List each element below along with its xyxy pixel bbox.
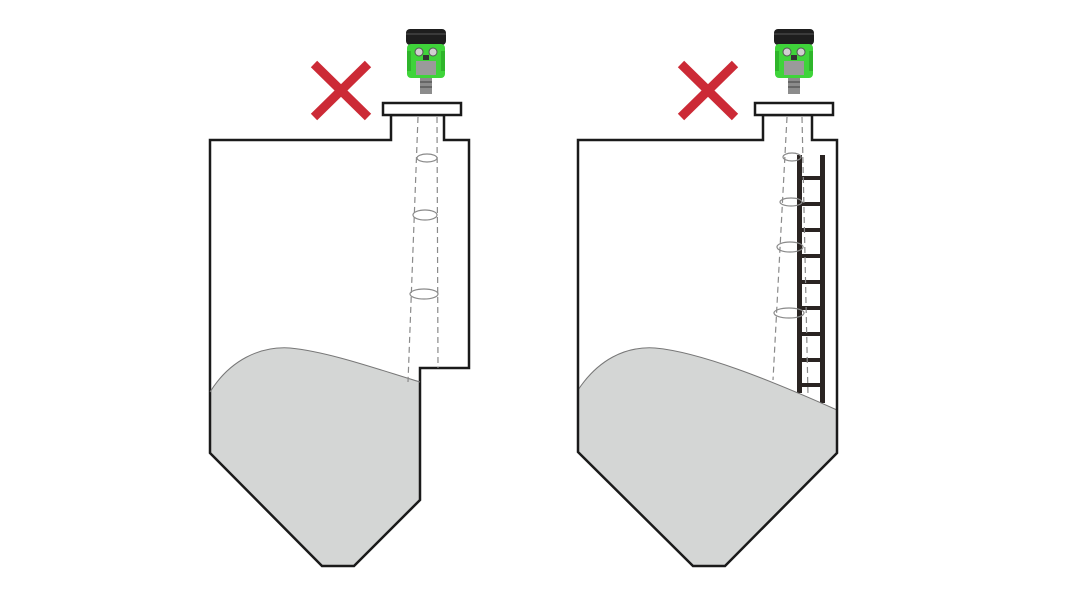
radar-sensor <box>405 28 447 95</box>
right-panel <box>576 28 839 568</box>
cross-icon <box>310 60 372 121</box>
mounting-flange <box>753 101 835 117</box>
radar-sensor <box>773 28 815 95</box>
radar-beam <box>407 116 439 383</box>
mounting-flange <box>381 101 463 117</box>
cross-icon <box>677 60 739 121</box>
bulk-material <box>578 347 837 566</box>
left-panel <box>208 28 471 568</box>
bulk-material <box>210 347 420 566</box>
radar-beam <box>772 116 809 396</box>
ladder <box>797 155 825 403</box>
